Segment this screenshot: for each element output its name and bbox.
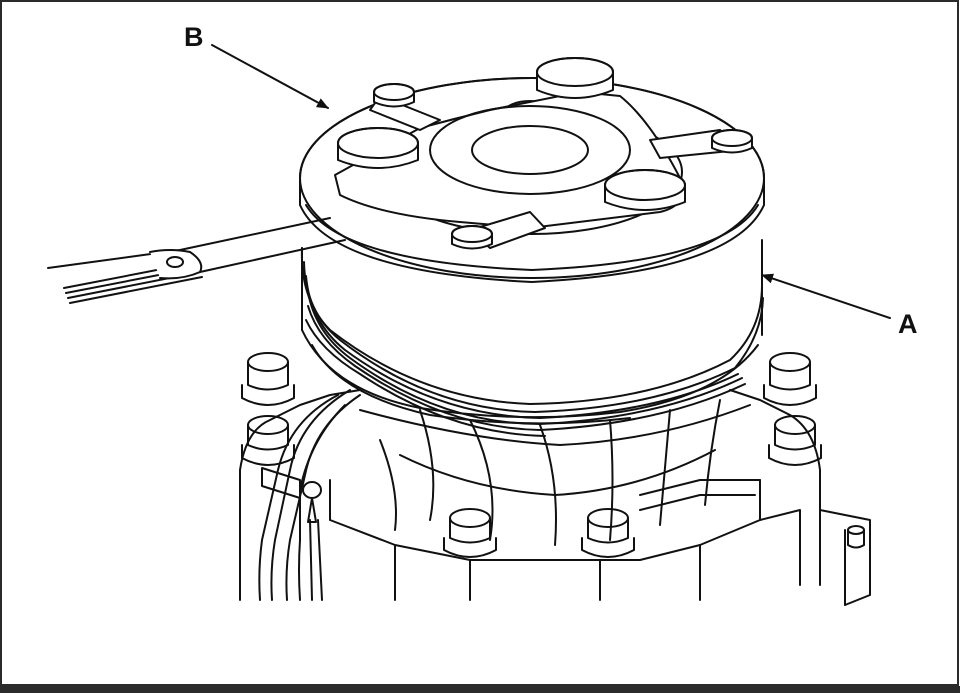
wiring-harness [258, 389, 361, 601]
housing-bolts [241, 352, 822, 558]
pulley [300, 239, 764, 437]
pin-top [536, 57, 614, 99]
pin-small-right [711, 129, 753, 154]
pin-small-back-left [373, 83, 415, 108]
bottom-bar [0, 686, 960, 693]
leader-line-b [211, 44, 329, 109]
bolt-front-right [581, 508, 635, 558]
pin-left [337, 127, 419, 169]
pin-small-front [451, 225, 493, 250]
pin-right [604, 169, 686, 211]
holder-pins [337, 57, 753, 250]
callout-label-a: A [898, 309, 918, 339]
bolt-front-left [443, 508, 497, 558]
callout-label-b: B [184, 22, 204, 52]
bolt-right-bottom [768, 415, 822, 466]
bolt-right-top [763, 352, 817, 406]
leader-line-a [761, 273, 891, 319]
compressor-body [239, 389, 871, 606]
bolt-left-top [241, 352, 295, 406]
